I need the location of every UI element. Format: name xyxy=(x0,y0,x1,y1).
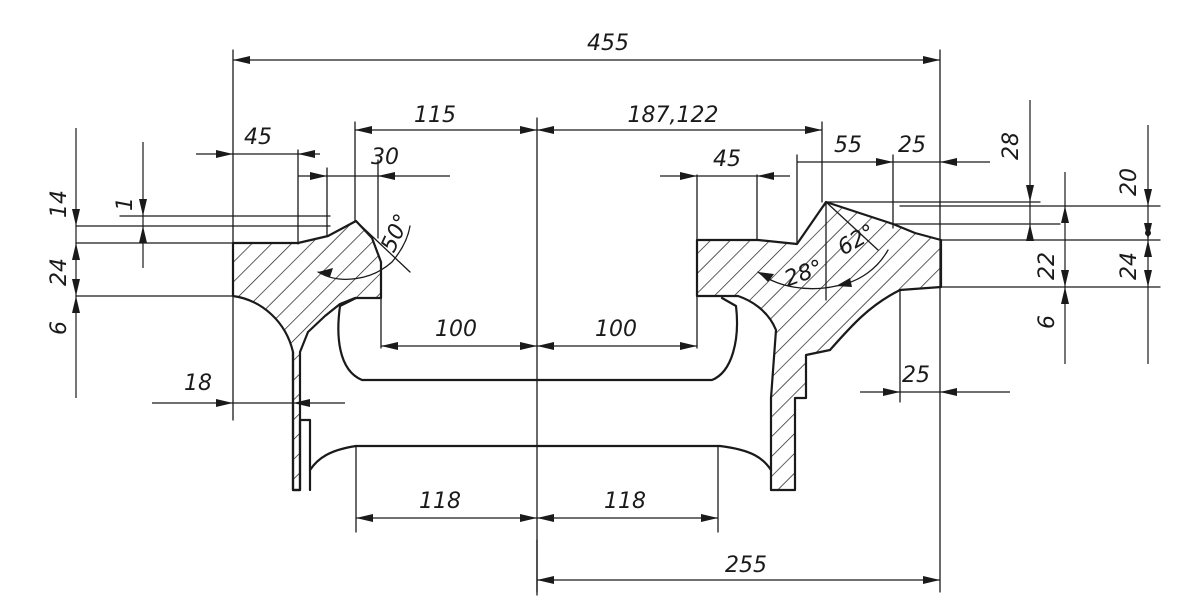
dim-height-22: 22 xyxy=(1035,252,1060,280)
dim-throat-right: 55 xyxy=(834,133,862,158)
inner-groove-inner-line xyxy=(380,295,698,349)
right-hub-curve xyxy=(718,444,773,472)
dim-bore-right: 118 xyxy=(604,489,646,514)
dim-height-1: 1 xyxy=(113,197,138,211)
dim-web-left: 18 xyxy=(184,371,212,396)
dim-flange-right: 45 xyxy=(713,147,741,172)
dim-to-axis-right: 187,122 xyxy=(628,103,719,128)
dim-inner-right: 100 xyxy=(595,317,637,342)
angle-markers xyxy=(317,201,889,301)
dim-height-6-right: 6 xyxy=(1035,315,1060,329)
dim-height-24-right: 24 xyxy=(1117,252,1142,280)
dim-groove-offset: 30 xyxy=(371,145,399,170)
dim-rim-right: 25 xyxy=(898,133,926,158)
dim-height-6-left: 6 xyxy=(47,321,72,335)
dim-web-right: 25 xyxy=(902,363,930,388)
vertical-dimensions xyxy=(72,100,1152,398)
dim-flange-left: 45 xyxy=(244,125,272,150)
dim-height-14: 14 xyxy=(47,190,72,218)
dim-half-width: 255 xyxy=(725,553,767,578)
dim-height-24-left: 24 xyxy=(47,258,72,286)
horizontal-dimensions xyxy=(152,56,1010,584)
dim-bore-left: 118 xyxy=(419,489,461,514)
inner-groove-outline xyxy=(337,296,739,382)
dim-to-axis-left: 115 xyxy=(414,103,456,128)
left-hub-curve xyxy=(308,444,358,472)
dimension-labels: 455 45 115 187,122 30 45 55 25 100 100 1… xyxy=(47,31,1142,578)
angle-left: 50° xyxy=(377,210,416,256)
dim-inner-left: 100 xyxy=(435,317,477,342)
left-flange-section xyxy=(231,219,383,492)
left-web-outline xyxy=(291,350,312,492)
dim-overall-width: 455 xyxy=(587,31,629,56)
dim-height-20: 20 xyxy=(1117,168,1142,196)
right-flange-section xyxy=(695,200,943,492)
dim-height-28: 28 xyxy=(999,132,1024,160)
